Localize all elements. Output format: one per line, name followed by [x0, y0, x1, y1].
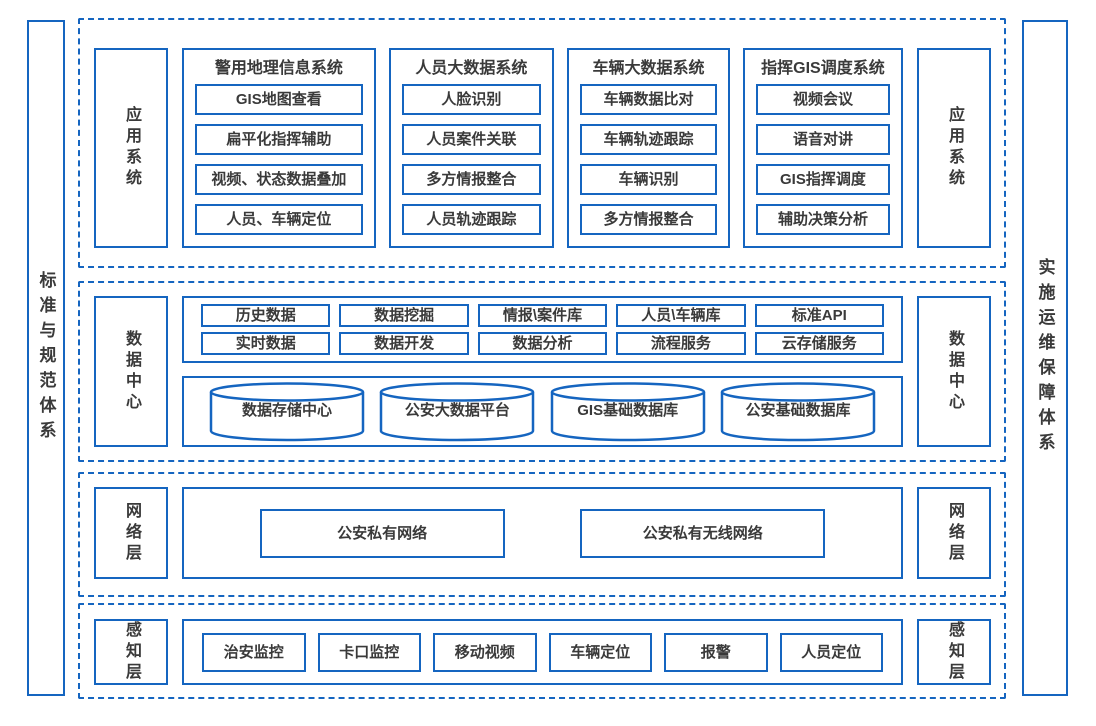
panel-title: 车辆大数据系统 [592, 60, 705, 77]
perception-layer-label-right: 感知层 [917, 619, 991, 685]
service-item: 历史数据 [201, 304, 331, 327]
panel-item: 车辆轨迹跟踪 [580, 124, 717, 156]
perception-layer: 感知层 治安监控 卡口监控 移动视频 车辆定位 报警 人员定位 感知层 [78, 603, 1006, 699]
data-center-layer: 数据中心 历史数据 数据挖掘 情报\案件库 人员\车辆库 标准API 实时数据 … [78, 281, 1006, 462]
database-cylinder: 数据存储中心 [208, 381, 366, 443]
data-layer-label-right: 数据中心 [917, 296, 991, 447]
panel-title: 人员大数据系统 [415, 60, 528, 77]
network-layer-label-left: 网络层 [94, 487, 168, 579]
panel-item: 人脸识别 [401, 84, 542, 116]
network-item: 公安私有网络 [259, 508, 505, 558]
service-item: 人员\车辆库 [616, 304, 746, 327]
network-box: 公安私有网络 公安私有无线网络 [182, 487, 903, 579]
standards-pillar-label: 标准与规范体系 [36, 270, 56, 446]
service-item: 数据挖掘 [339, 304, 469, 327]
cylinder-label: 公安基础数据库 [745, 401, 851, 419]
service-item: 情报\案件库 [477, 304, 608, 327]
app-panels: 警用地理信息系统 GIS地图查看 扁平化指挥辅助 视频、状态数据叠加 人员、车辆… [182, 48, 903, 248]
app-layer-label-right: 应用系统 [917, 48, 991, 248]
panel-item: GIS地图查看 [195, 84, 363, 116]
panel-item: 人员、车辆定位 [195, 204, 363, 236]
perception-item: 报警 [664, 632, 768, 672]
service-item: 数据分析 [477, 332, 608, 355]
panel-title: 指挥GIS调度系统 [761, 60, 885, 77]
database-cylinder: 公安大数据平台 [378, 381, 536, 443]
cylinder-label: 公安大数据平台 [404, 401, 510, 419]
perception-item: 治安监控 [202, 632, 306, 672]
panel-item: 人员轨迹跟踪 [401, 204, 542, 236]
application-layer: 应用系统 警用地理信息系统 GIS地图查看 扁平化指挥辅助 视频、状态数据叠加 … [78, 18, 1006, 268]
panel-item: GIS指挥调度 [755, 164, 890, 196]
panel-item: 车辆数据比对 [580, 84, 717, 116]
perception-layer-label-left: 感知层 [94, 619, 168, 685]
service-item: 标准API [754, 304, 884, 327]
data-services-box: 历史数据 数据挖掘 情报\案件库 人员\车辆库 标准API 实时数据 数据开发 … [182, 296, 903, 363]
panel-command-gis-dispatch-system: 指挥GIS调度系统 视频会议 语音对讲 GIS指挥调度 辅助决策分析 [742, 48, 903, 248]
perception-item: 车辆定位 [548, 632, 652, 672]
panel-item: 多方情报整合 [401, 164, 542, 196]
service-item: 流程服务 [616, 332, 746, 355]
network-layer-label-right: 网络层 [917, 487, 991, 579]
network-item: 公安私有无线网络 [580, 508, 826, 558]
standards-pillar: 标准与规范体系 [27, 20, 65, 696]
operations-pillar-label: 实施运维保障体系 [1035, 258, 1055, 458]
perception-item: 卡口监控 [317, 632, 421, 672]
panel-item: 扁平化指挥辅助 [195, 124, 363, 156]
panel-item: 多方情报整合 [580, 204, 717, 236]
cylinder-label: GIS基础数据库 [577, 401, 679, 419]
perception-item: 人员定位 [779, 632, 883, 672]
panel-item: 人员案件关联 [401, 124, 542, 156]
cylinder-icon [209, 381, 365, 441]
service-item: 实时数据 [201, 332, 331, 355]
cylinder-label: 数据存储中心 [241, 401, 332, 419]
service-item: 数据开发 [339, 332, 469, 355]
cylinder-icon [550, 381, 705, 441]
perception-box: 治安监控 卡口监控 移动视频 车辆定位 报警 人员定位 [182, 619, 903, 685]
panel-item: 视频会议 [755, 84, 890, 116]
network-layer: 网络层 公安私有网络 公安私有无线网络 网络层 [78, 472, 1006, 597]
databases-box: 数据存储中心 公安大数据平台 GIS基础数据库 [182, 376, 903, 447]
database-cylinder: 公安基础数据库 [719, 381, 877, 443]
panel-item: 视频、状态数据叠加 [195, 164, 363, 196]
panel-item: 语音对讲 [755, 124, 890, 156]
panel-title: 警用地理信息系统 [214, 60, 343, 77]
cylinder-icon [380, 381, 535, 441]
panel-police-gis-system: 警用地理信息系统 GIS地图查看 扁平化指挥辅助 视频、状态数据叠加 人员、车辆… [182, 48, 376, 248]
panel-vehicle-bigdata-system: 车辆大数据系统 车辆数据比对 车辆轨迹跟踪 车辆识别 多方情报整合 [567, 48, 730, 248]
app-layer-label-left: 应用系统 [94, 48, 168, 248]
data-layer-label-left: 数据中心 [94, 296, 168, 447]
perception-item: 移动视频 [433, 632, 537, 672]
panel-item: 车辆识别 [580, 164, 717, 196]
panel-personnel-bigdata-system: 人员大数据系统 人脸识别 人员案件关联 多方情报整合 人员轨迹跟踪 [388, 48, 555, 248]
database-cylinder: GIS基础数据库 [549, 381, 707, 443]
cylinder-icon [720, 381, 876, 441]
service-item: 云存储服务 [754, 332, 884, 355]
panel-item: 辅助决策分析 [755, 204, 890, 236]
operations-pillar: 实施运维保障体系 [1022, 20, 1068, 696]
